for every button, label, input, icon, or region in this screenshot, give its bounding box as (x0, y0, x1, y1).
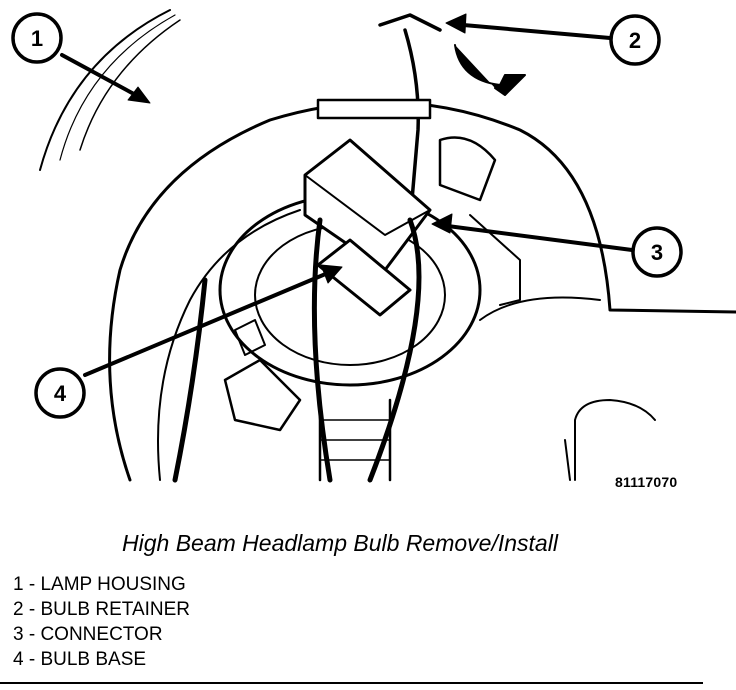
callout-circle-2 (609, 14, 661, 66)
connector-body (303, 138, 432, 272)
callout-number-4: 4 (54, 381, 67, 406)
leader-3-arrowhead (431, 213, 453, 234)
housing-inner-arc (79, 19, 181, 151)
wire-left (172, 277, 208, 483)
retainer-bracket (316, 98, 432, 120)
callout-number-1: 1 (31, 26, 43, 51)
lamp-housing-body (108, 100, 736, 482)
rotate-arrow (454, 44, 526, 96)
callout-circle-4 (34, 367, 86, 419)
connector-face (304, 174, 431, 236)
callout-circle-3 (631, 226, 683, 278)
wire-center (311, 217, 333, 483)
leader-3 (438, 223, 634, 252)
housing-right-shell (479, 296, 601, 321)
right-clip (469, 214, 521, 306)
figure-caption: High Beam Headlamp Bulb Remove/Install (122, 530, 558, 556)
lug-tab-small (234, 319, 266, 356)
figure-id: 81117070 (615, 474, 678, 490)
housing-lower-shell (157, 209, 301, 481)
housing-corner-detail (564, 399, 656, 481)
leader-1 (60, 53, 147, 102)
housing-outer-arc (39, 9, 171, 171)
bulb-retainer-wire (378, 13, 442, 202)
legend-item: 4 - BULB BASE (13, 649, 147, 670)
legend-item: 3 - CONNECTOR (13, 624, 163, 645)
wire-right (367, 217, 422, 483)
leader-1-arrowhead (127, 86, 151, 104)
lug-tab-lower (223, 358, 302, 432)
leader-4 (83, 268, 337, 377)
parts-legend: 1 - LAMP HOUSING 2 - BULB RETAINER 3 - C… (13, 572, 190, 672)
callout-number-3: 3 (651, 240, 663, 265)
callout-circle-1 (11, 12, 63, 64)
leader-4-arrowhead (320, 264, 343, 284)
bulb-base (316, 238, 412, 317)
legend-item: 1 - LAMP HOUSING (13, 574, 186, 595)
callout-number-2: 2 (629, 28, 641, 53)
leader-2 (450, 22, 612, 40)
bottom-divider (0, 682, 703, 684)
leader-2-arrowhead (445, 13, 467, 34)
lug-tab-upper (438, 136, 497, 202)
headlamp-diagram: 1 2 3 4 (11, 9, 736, 483)
legend-item: 2 - BULB RETAINER (13, 599, 191, 620)
